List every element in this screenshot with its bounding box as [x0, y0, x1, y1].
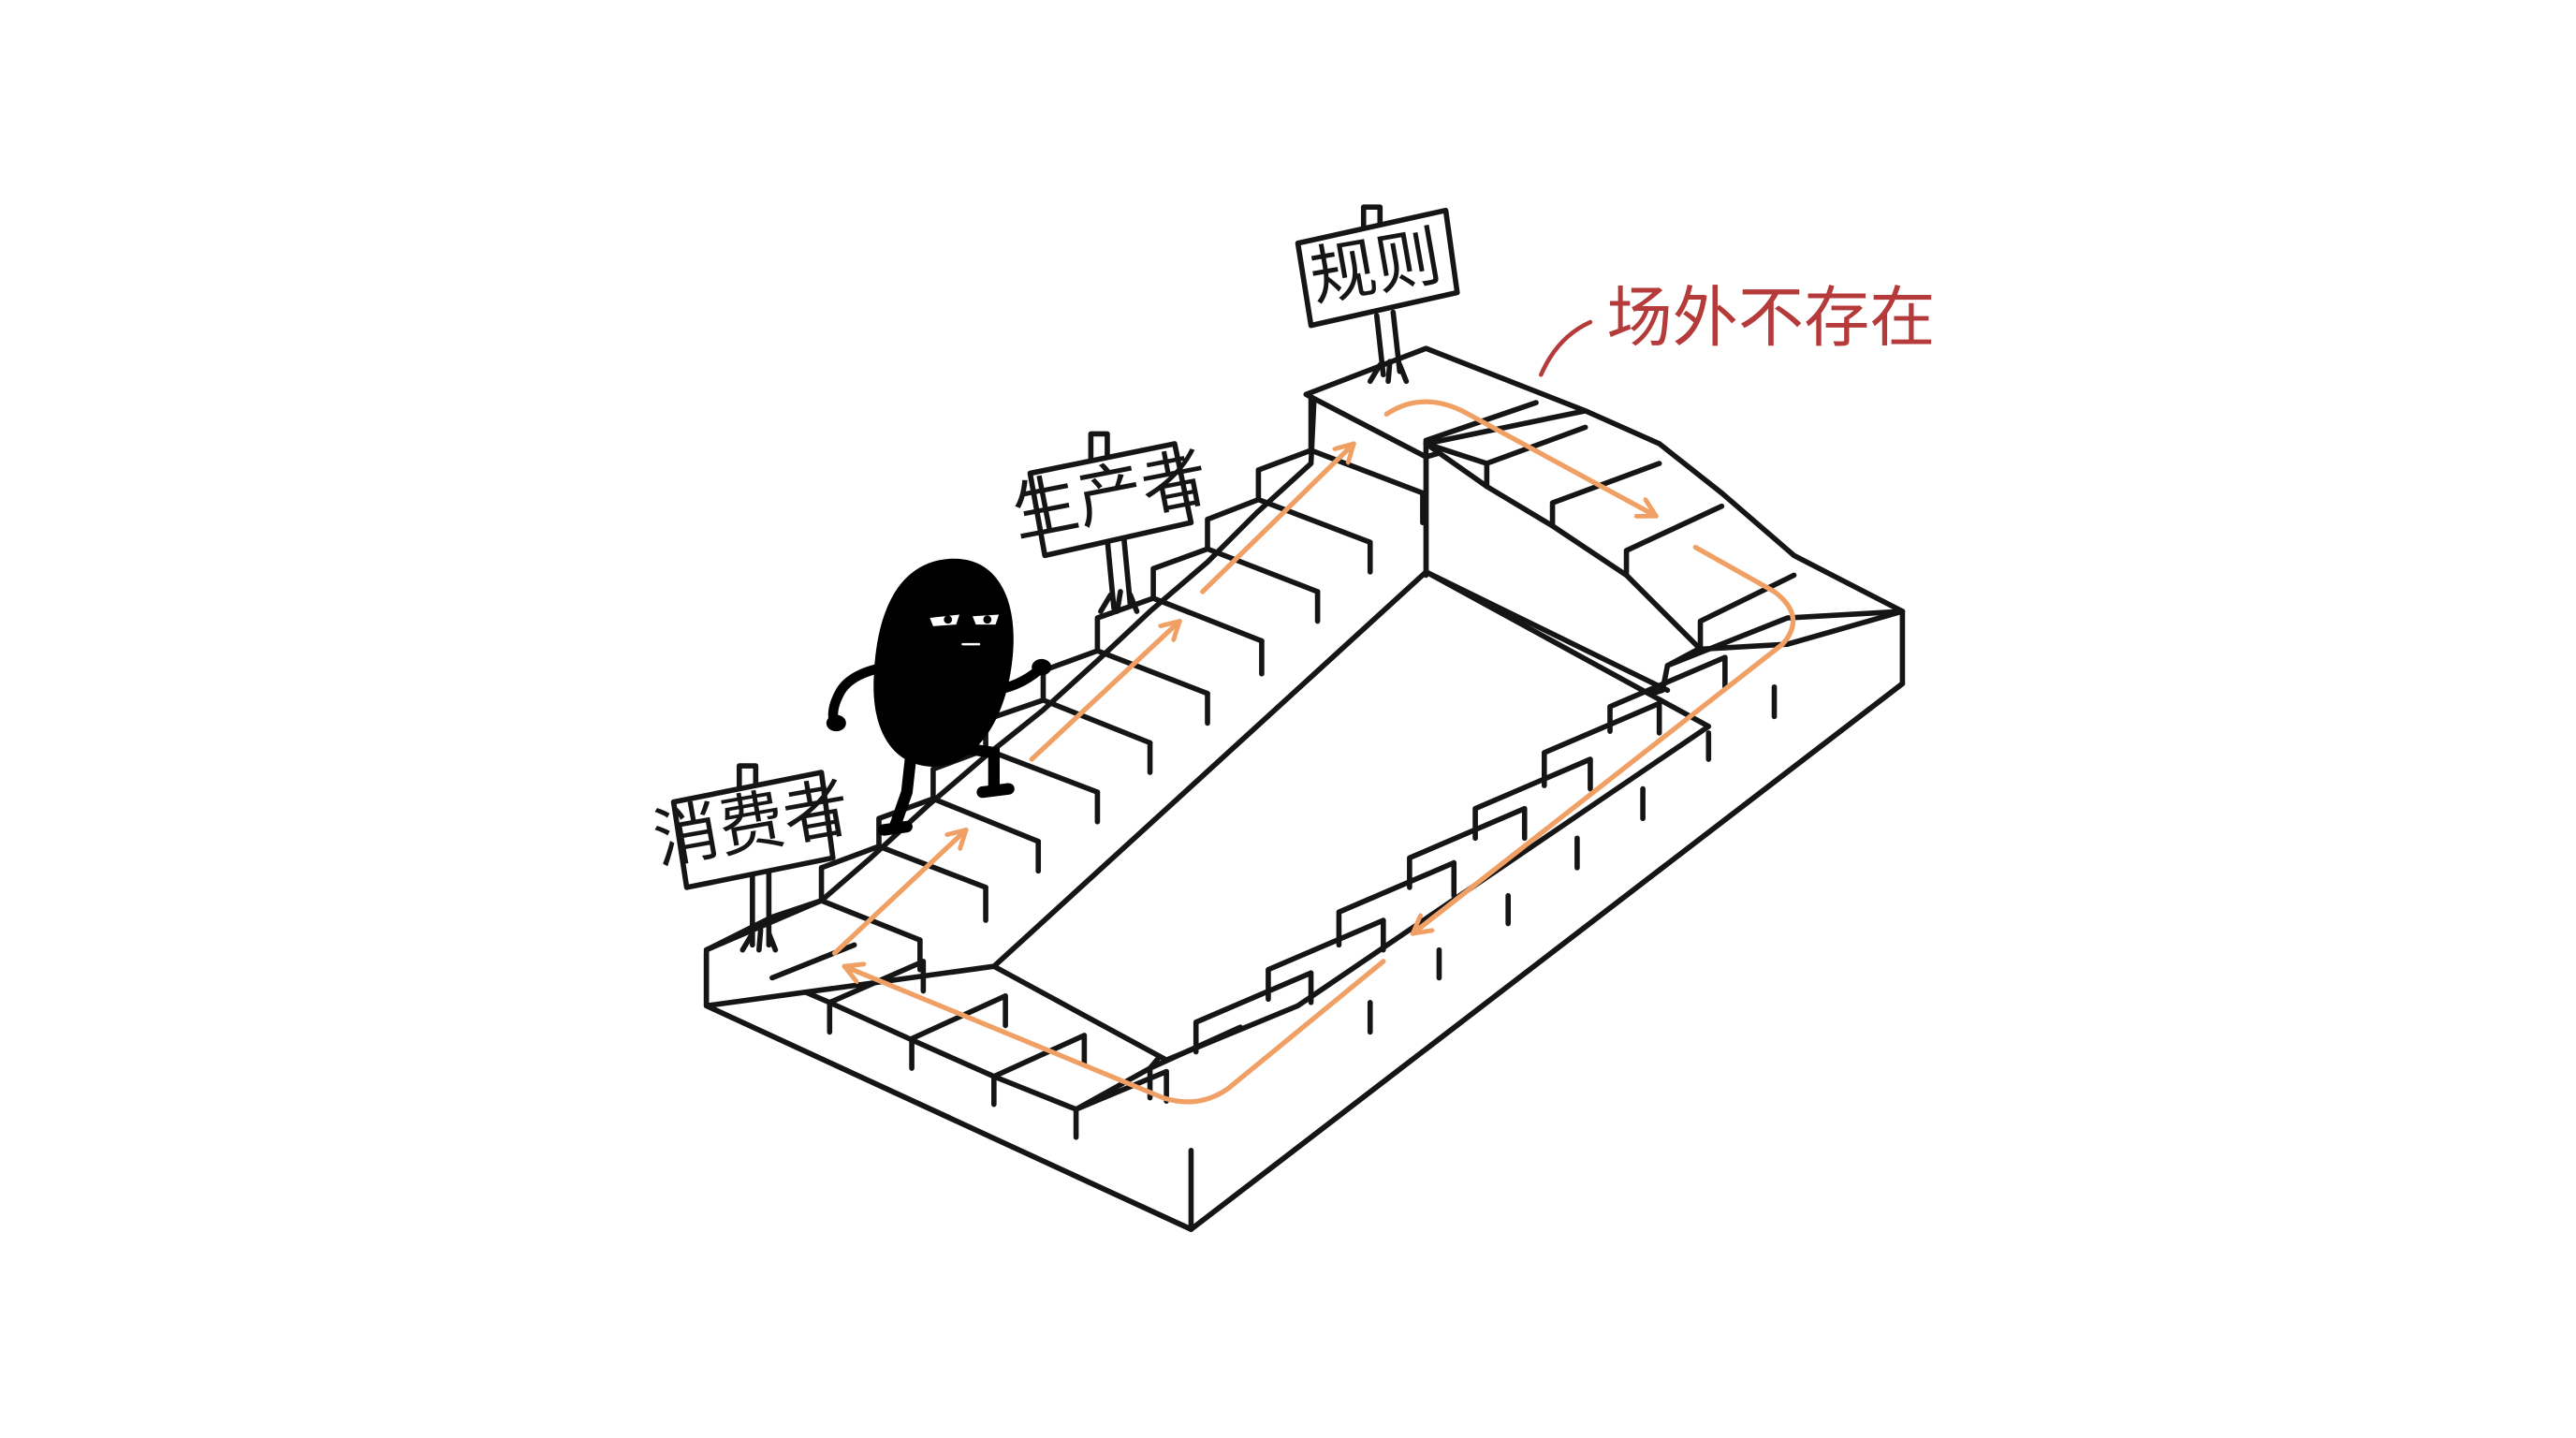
flow-loop-arrows	[831, 399, 1796, 1105]
sign-consumer-label: 消费者	[648, 769, 856, 878]
annotation-outside-does-not-exist: 场外不存在	[1539, 279, 1935, 377]
character-back-leg	[889, 741, 918, 831]
right-lower-flight	[1147, 609, 1906, 1101]
right-upper-flight	[1423, 408, 1906, 653]
annotation-leader-line	[1539, 319, 1593, 377]
character-body	[873, 558, 1014, 767]
flow-arrow-6	[842, 959, 1386, 1105]
character-figure	[826, 558, 1052, 836]
sign-rules: 规则	[1295, 204, 1460, 385]
inner-well-edge	[1423, 569, 1671, 694]
flow-arrow-4	[1383, 399, 1659, 516]
staircase-structure	[703, 345, 1906, 1232]
flow-arrow-1	[831, 827, 969, 956]
flow-arrow-3	[1200, 441, 1356, 594]
sign-consumer: 消费者	[648, 763, 856, 953]
annotation-label: 场外不存在	[1606, 279, 1935, 356]
flow-arrow-2	[1029, 618, 1182, 762]
character-eyes	[929, 614, 1000, 646]
flow-arrow-5	[1410, 544, 1796, 936]
top-step-a	[1423, 400, 1539, 460]
